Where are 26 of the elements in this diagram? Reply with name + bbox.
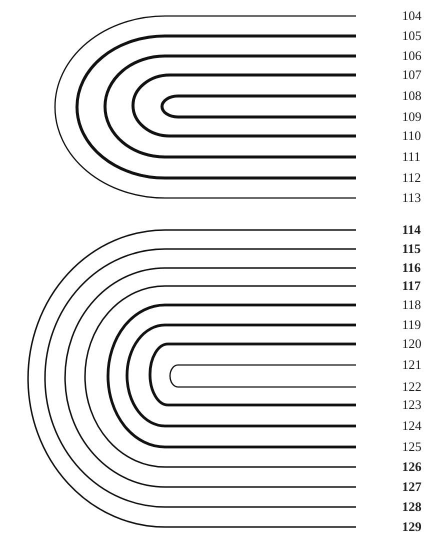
callout-number: 107 bbox=[402, 68, 422, 82]
callout-number: 105 bbox=[402, 29, 422, 43]
callout-number: 124 bbox=[402, 419, 422, 433]
callout-number: 106 bbox=[402, 49, 422, 63]
callout-number: 104 bbox=[402, 9, 422, 23]
callout-number: 115 bbox=[402, 242, 421, 256]
callout-number: 127 bbox=[402, 480, 422, 494]
callout-number: 118 bbox=[402, 298, 422, 312]
callout-number: 128 bbox=[402, 500, 422, 514]
callout-number: 117 bbox=[402, 279, 421, 293]
callout-number: 129 bbox=[402, 520, 422, 534]
callout-number: 113 bbox=[402, 191, 422, 205]
callout-number: 112 bbox=[402, 171, 422, 185]
callout-number: 126 bbox=[402, 460, 422, 474]
callout-number: 108 bbox=[402, 89, 422, 103]
callout-number: 122 bbox=[402, 380, 422, 394]
callout-number: 110 bbox=[402, 129, 422, 143]
callout-number: 111 bbox=[402, 150, 421, 164]
callout-number: 114 bbox=[402, 223, 421, 237]
callout-number: 120 bbox=[402, 337, 422, 351]
callout-number: 123 bbox=[402, 398, 422, 412]
callout-number: 116 bbox=[402, 261, 421, 275]
callout-number: 121 bbox=[402, 358, 422, 372]
callout-number: 109 bbox=[402, 110, 422, 124]
callout-number: 125 bbox=[402, 440, 422, 454]
callout-number: 119 bbox=[402, 318, 422, 332]
